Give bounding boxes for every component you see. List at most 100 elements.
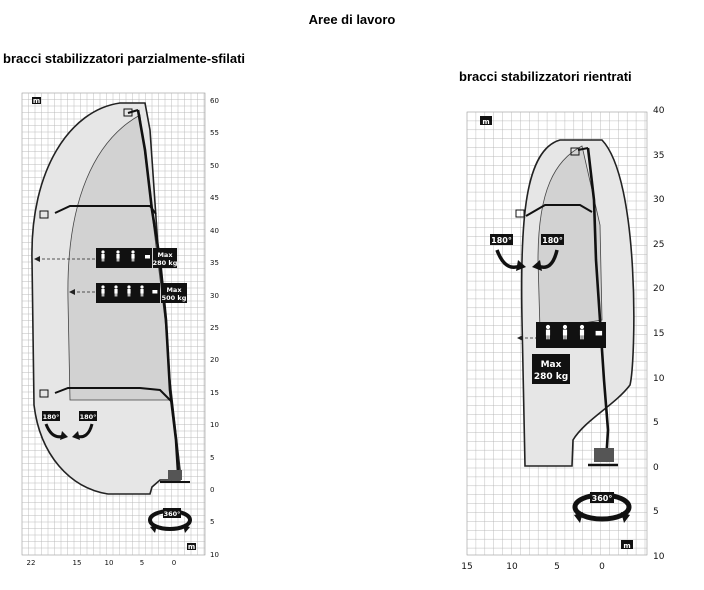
right-rotation-badge-a [490,234,513,245]
left-rotation-arrowhead-a-icon [60,431,68,440]
toolbox-icon [145,255,150,259]
person-icon [116,250,120,254]
person-leg-icon [103,293,105,297]
right-y-tick-minus-10: 10 [653,552,665,562]
right-rotation-360-label: 360° [592,494,613,503]
left-rotation-badge-b [79,411,97,421]
person-leg-icon [116,258,118,262]
right-y-tick-25: 25 [653,240,664,250]
person-leg-icon [548,335,550,340]
person-body-icon [101,254,105,259]
left-y-tick-55: 55 [210,129,219,137]
right-rotation-arrowhead-b-icon [532,260,542,271]
right-load-badge-1 [532,354,570,384]
left-load-badge-2 [161,283,187,303]
left-load-persons-1 [96,248,152,268]
person-body-icon [131,254,135,259]
left-reach-arrow-1 [34,256,40,262]
right-unit-top [480,116,492,125]
person-body-icon [140,289,144,294]
person-leg-icon [129,293,131,297]
person-leg-icon [580,335,582,340]
left-y-tick-30: 30 [210,292,219,300]
right-load-1-value: 280 kg [534,372,568,382]
person-leg-icon [142,293,144,297]
right-rotation-360-badge [590,492,614,503]
right-rotation-arrowhead-a-icon [516,260,526,271]
left-base-icon [168,470,182,480]
right-y-tick-15: 15 [653,329,664,339]
person-body-icon [114,289,118,294]
right-rotation-360-arrow-b-icon [621,512,630,523]
left-x-tick-0: 0 [172,559,176,567]
left-boom-arm-top [127,109,139,114]
person-leg-icon [140,293,142,297]
left-rotation-b-label: 180° [80,413,97,421]
right-x-tick-10: 10 [506,562,518,572]
left-y-tick-35: 35 [210,259,219,267]
left-rotation-arrowhead-b-icon [72,431,80,440]
left-y-tick-15: 15 [210,389,219,397]
left-y-tick-45: 45 [210,194,219,202]
right-basket-mid-icon [515,209,525,218]
left-unit-bottom [187,543,196,550]
left-rotation-360-arrow-b-icon [183,525,190,533]
person-leg-icon [133,258,135,262]
left-load-1-value: 280 kg [153,259,178,267]
left-load-2-label: Max [166,286,182,294]
right-basket-top-icon [570,147,580,156]
page-title: Aree di lavoro [308,12,396,27]
left-rotation-360-badge [163,508,181,518]
right-boom-main [586,147,610,463]
right-y-tick-35: 35 [653,151,664,161]
right-y-ticks: 40 35 30 25 20 15 10 5 0 5 10 [653,106,665,562]
person-body-icon [545,329,551,336]
left-y-ticks: 60 55 50 45 40 35 30 25 20 15 10 5 0 5 1… [210,97,219,559]
left-x-ticks: 22 15 10 5 0 [27,559,177,567]
left-persons-2-icons [101,285,158,297]
person-leg-icon [563,335,565,340]
left-rotation-360-arrow-a-icon [150,525,157,533]
person-leg-icon [546,335,548,340]
toolbox-icon [152,290,158,294]
left-rotation-a-label: 180° [43,413,60,421]
person-leg-icon [103,258,105,262]
left-x-tick-10: 10 [105,559,114,567]
person-icon [127,285,131,289]
left-y-tick-60: 60 [210,97,219,105]
right-x-tick-15: 15 [461,562,472,572]
person-leg-icon [101,293,103,297]
person-icon [579,324,585,330]
right-load-1-label: Max [541,360,562,370]
left-y-tick-10: 10 [210,421,219,429]
right-persons-1-icons [545,324,603,340]
left-y-tick-0: 0 [210,486,214,494]
person-body-icon [101,289,105,294]
left-unit-top [32,97,41,104]
left-x-tick-15: 15 [73,559,82,567]
right-y-tick-40: 40 [653,106,665,116]
person-leg-icon [582,335,584,340]
left-y-tick-minus-10: 10 [210,551,219,559]
left-basket-top-icon [123,108,133,117]
left-boom-arm-low [54,387,173,403]
left-reach-arrow-2 [69,289,75,295]
person-leg-icon [114,293,116,297]
right-y-tick-minus-5: 5 [653,507,659,517]
person-icon [545,324,551,330]
person-icon [101,285,105,289]
right-unit-top-label: m [482,118,489,126]
left-x-tick-5: 5 [140,559,144,567]
left-unit-bottom-label: m [188,543,195,551]
left-diagram-title: bracci stabilizzatori parzialmente-sfila… [3,51,246,66]
left-y-tick-40: 40 [210,227,219,235]
person-leg-icon [118,258,120,262]
right-x-tick-5: 5 [554,562,560,572]
right-base-icon [594,448,614,462]
person-leg-icon [101,258,103,262]
left-rotation-badge-a [42,411,60,421]
left-x-tick-22: 22 [27,559,36,567]
right-unit-bottom-label: m [623,542,630,550]
right-boom-arm-mid [525,204,593,217]
